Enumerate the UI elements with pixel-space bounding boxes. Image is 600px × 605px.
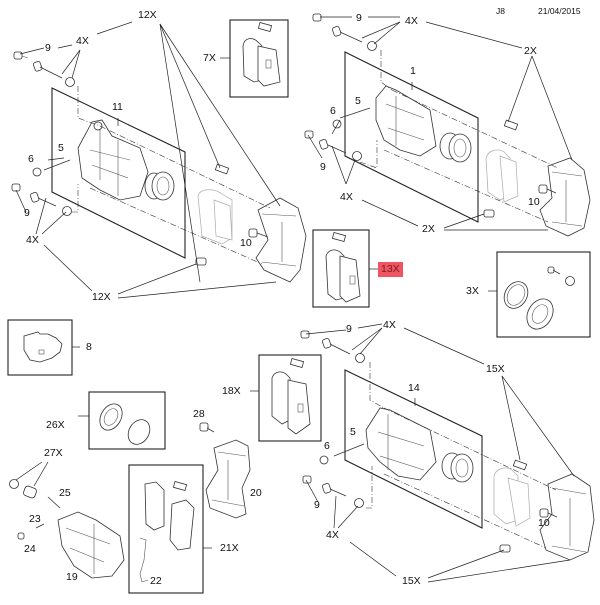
caliper-body-14 xyxy=(365,407,437,481)
leader-lines-br xyxy=(305,323,575,583)
leader-lines-tl xyxy=(15,21,281,299)
carrier-bracket-bottom xyxy=(539,473,595,561)
callout-2x-mid[interactable]: 2X xyxy=(422,223,435,235)
assembly-11 xyxy=(11,51,307,283)
callout-9[interactable]: 9 xyxy=(346,323,352,335)
callout-4x[interactable]: 4X xyxy=(405,15,418,27)
callout-20[interactable]: 20 xyxy=(250,487,262,499)
callout-9[interactable]: 9 xyxy=(320,161,326,173)
callout-21x[interactable]: 21X xyxy=(220,542,239,554)
callout-15x-bottom[interactable]: 15X xyxy=(402,575,421,587)
callout-9[interactable]: 9 xyxy=(24,207,30,219)
caliper-box-14 xyxy=(344,369,483,529)
callout-4x[interactable]: 4X xyxy=(26,234,39,246)
pad-kit-13x xyxy=(312,229,378,308)
callout-22[interactable]: 22 xyxy=(150,575,162,587)
carrier-bracket-right xyxy=(539,157,591,237)
callout-9[interactable]: 9 xyxy=(45,42,51,54)
seal-kit-3x xyxy=(488,251,591,338)
callout-5[interactable]: 5 xyxy=(350,426,356,438)
diagram-code: J8 xyxy=(496,6,505,16)
callout-1[interactable]: 1 xyxy=(410,65,416,77)
callout-6[interactable]: 6 xyxy=(28,153,34,165)
callout-11[interactable]: 11 xyxy=(112,101,123,113)
carrier-bracket-left xyxy=(255,197,307,283)
assembly-14 xyxy=(300,330,595,561)
caliper-box-11 xyxy=(51,87,186,259)
callout-4x[interactable]: 4X xyxy=(340,191,353,203)
callout-8[interactable]: 8 xyxy=(86,341,92,353)
callout-9[interactable]: 9 xyxy=(356,12,362,24)
callout-25[interactable]: 25 xyxy=(59,487,71,499)
bottom-left-parts xyxy=(9,422,251,594)
callout-12x-bottom[interactable]: 12X xyxy=(92,291,111,303)
shim-8 xyxy=(7,319,80,376)
assembly-1 xyxy=(304,13,591,237)
caliper-body-19 xyxy=(57,511,125,579)
callout-7x[interactable]: 7X xyxy=(203,52,216,64)
diagram-date: 21/04/2015 xyxy=(538,6,581,16)
seal-kit-26x xyxy=(78,391,166,450)
callout-6[interactable]: 6 xyxy=(324,440,330,452)
callout-23[interactable]: 23 xyxy=(29,513,41,525)
callout-27x[interactable]: 27X xyxy=(44,447,63,459)
callout-14[interactable]: 14 xyxy=(408,382,420,394)
callout-4x[interactable]: 4X xyxy=(76,35,89,47)
pad-kit-18x xyxy=(250,354,322,442)
callout-9[interactable]: 9 xyxy=(314,499,320,511)
bolt-9-tl xyxy=(13,51,75,87)
callout-15x-right[interactable]: 15X xyxy=(486,363,505,375)
caliper-body-11 xyxy=(77,119,149,201)
callout-24[interactable]: 24 xyxy=(24,543,36,555)
callout-13x-highlighted[interactable]: 13X xyxy=(378,262,403,277)
callout-6[interactable]: 6 xyxy=(330,105,336,117)
callout-18x[interactable]: 18X xyxy=(222,385,241,397)
callout-10[interactable]: 10 xyxy=(528,196,540,208)
leader-lines-tr xyxy=(307,16,573,231)
callout-5[interactable]: 5 xyxy=(58,142,64,154)
caliper-body-1 xyxy=(375,85,437,157)
pad-kit-7x xyxy=(220,19,289,98)
callout-12x-top[interactable]: 12X xyxy=(138,9,157,21)
callout-5[interactable]: 5 xyxy=(355,95,361,107)
callout-28[interactable]: 28 xyxy=(193,408,205,420)
callout-26x[interactable]: 26X xyxy=(46,419,65,431)
callout-4x[interactable]: 4X xyxy=(326,529,339,541)
pad-kit-21x-box xyxy=(128,464,204,594)
callout-2x-top[interactable]: 2X xyxy=(524,45,537,57)
callout-10[interactable]: 10 xyxy=(538,517,550,529)
callout-3x[interactable]: 3X xyxy=(466,285,479,297)
bolt-9-ml xyxy=(11,183,72,216)
caliper-box-1 xyxy=(344,51,479,223)
callout-19[interactable]: 19 xyxy=(66,571,78,583)
callout-10[interactable]: 10 xyxy=(240,237,252,249)
callout-4x[interactable]: 4X xyxy=(383,319,396,331)
